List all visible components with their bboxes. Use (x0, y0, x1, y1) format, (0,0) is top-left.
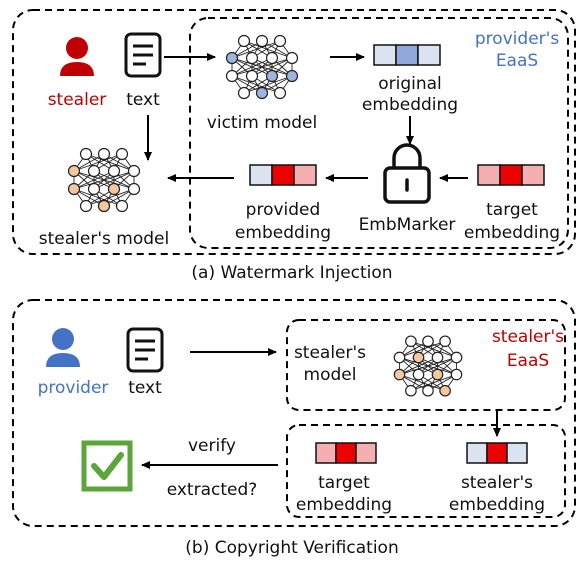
provided-embedding-label-line2: embedding (235, 223, 331, 243)
target-embedding-bar-b (315, 442, 377, 464)
panel-b-outer-box (12, 299, 576, 527)
stealer-person-icon (60, 37, 94, 76)
provider-person-icon (46, 328, 80, 367)
panel-a-outer-box (12, 9, 576, 255)
provided-embedding-bar (249, 164, 317, 186)
target-embedding-bar (477, 164, 545, 186)
verification-embeddings-box (286, 424, 566, 518)
check-box-icon (81, 440, 133, 492)
extracted-label: extracted? (167, 480, 258, 500)
stealers-model-network-icon-b (393, 335, 463, 397)
stealer-label: stealer (48, 90, 107, 110)
stealers-embedding-label-line1: stealer's (461, 473, 533, 493)
embmarker-label: EmbMarker (359, 215, 456, 235)
provider-label: provider (38, 378, 109, 398)
stealers-model-network-icon (67, 147, 141, 213)
lock-icon (383, 143, 431, 204)
original-embedding-label-line2: embedding (362, 95, 458, 115)
stealers-embedding-bar (466, 442, 528, 464)
stealers-model-label-b-line1: stealer's (294, 343, 366, 363)
text-document-icon (124, 32, 162, 78)
caption-copyright-verification: (b) Copyright Verification (185, 538, 398, 558)
text-label-b: text (128, 378, 162, 398)
victim-model-label: victim model (207, 113, 317, 133)
stealers-embedding-label-line2: embedding (449, 495, 545, 515)
target-embedding-label-b-line1: target (318, 473, 370, 493)
text-label: text (126, 90, 160, 110)
stealers-eaas-label-line2: EaaS (507, 351, 549, 371)
provider-eaas-label-line2: EaaS (496, 51, 538, 71)
target-embedding-label-b-line2: embedding (296, 495, 392, 515)
target-embedding-label-line1: target (486, 200, 538, 220)
provided-embedding-label-line1: provided (246, 200, 321, 220)
provider-eaas-box (189, 17, 569, 249)
target-embedding-label-line2: embedding (464, 223, 560, 243)
stealers-eaas-box (286, 319, 566, 411)
verify-label: verify (188, 436, 236, 456)
text-document-icon-b (126, 327, 164, 373)
victim-model-network-icon (225, 34, 299, 100)
caption-watermark-injection: (a) Watermark Injection (191, 263, 392, 283)
original-embedding-label-line1: original (378, 74, 442, 94)
stealers-eaas-label-line1: stealer's (492, 327, 564, 347)
provider-eaas-label-line1: provider's (475, 29, 560, 49)
stealers-model-label-b-line2: model (304, 365, 357, 385)
stealers-model-label: stealer's model (39, 229, 169, 249)
original-embedding-bar (373, 44, 441, 66)
